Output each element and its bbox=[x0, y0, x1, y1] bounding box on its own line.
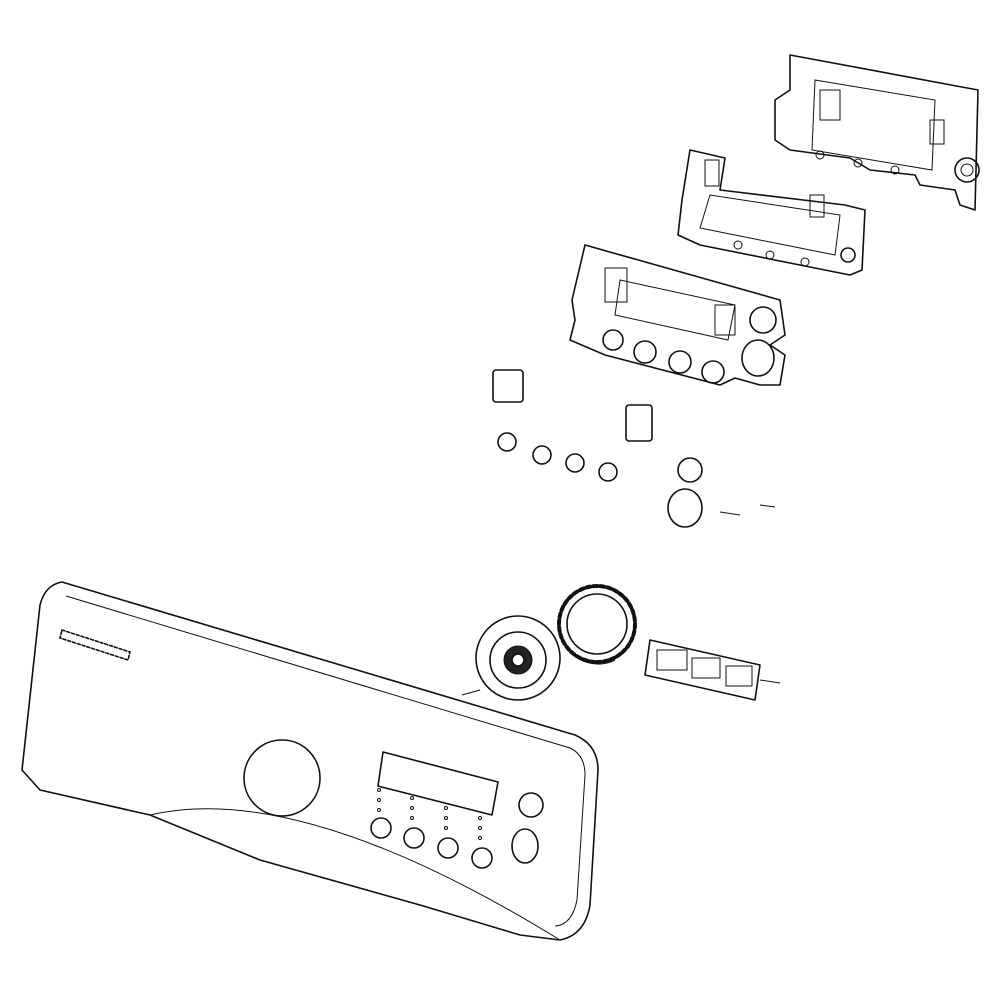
control-panel-frame bbox=[774, 54, 980, 211]
main-pcb-holder bbox=[569, 244, 786, 386]
knob-ring bbox=[557, 584, 637, 665]
button-caps bbox=[492, 369, 776, 528]
sub-pcb-frame bbox=[677, 149, 866, 276]
led-holder bbox=[644, 639, 781, 701]
control-panel-fascia bbox=[21, 581, 599, 941]
rotary-knob bbox=[461, 615, 561, 701]
